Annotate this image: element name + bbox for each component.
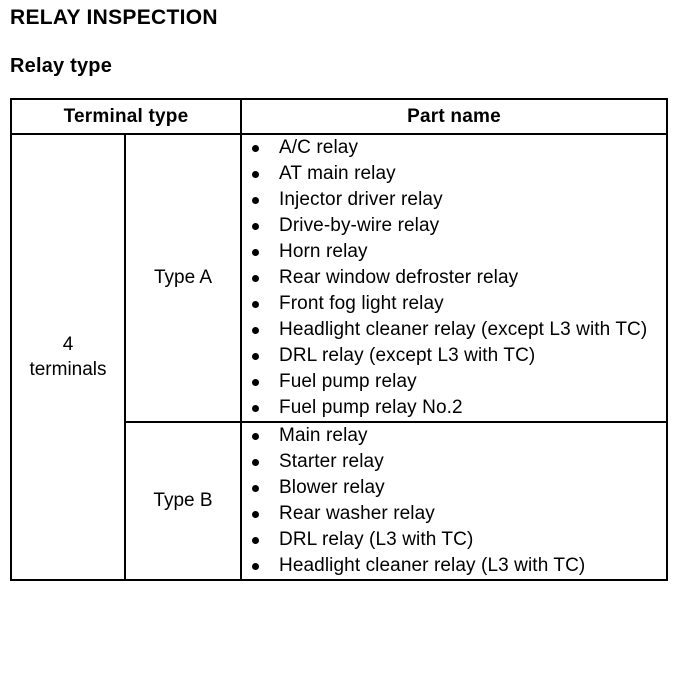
part-list-type-a: A/C relay AT main relay Injector driver … [242,135,666,421]
terminal-count-unit: terminals [29,359,107,380]
list-item: Headlight cleaner relay (except L3 with … [242,317,666,343]
list-item: Injector driver relay [242,187,666,213]
list-item: Horn relay [242,239,666,265]
terminal-count-number: 4 [62,334,74,355]
part-name: Starter relay [279,451,384,472]
part-name: AT main relay [279,163,396,184]
list-item: Rear washer relay [242,501,666,527]
relay-type-table: Terminal type Part name 4 terminals Type… [9,98,669,581]
table-row: Type B Main relay Starter relay Blower r… [11,421,669,581]
part-name: Headlight cleaner relay (except L3 with … [279,319,648,340]
part-name: Front fog light relay [279,293,444,314]
cell-terminal-count: 4 terminals [10,133,126,581]
part-name: Injector driver relay [279,189,443,210]
section-title: Relay type [10,55,113,77]
part-name: Headlight cleaner relay (L3 with TC) [279,555,586,576]
part-name: Drive-by-wire relay [279,215,440,236]
part-name: DRL relay (L3 with TC) [279,529,474,550]
table-row: 4 terminals Type A A/C relay AT main rel… [10,133,669,581]
list-item: Drive-by-wire relay [242,213,666,239]
cell-type-a-parts: A/C relay AT main relay Injector driver … [240,133,669,423]
page-title: RELAY INSPECTION [10,6,218,29]
part-name: Horn relay [279,241,368,262]
part-name: A/C relay [279,137,359,158]
list-item: Fuel pump relay No.2 [242,395,666,421]
header-terminal-type: Terminal type [9,98,243,135]
table-body: 4 terminals Type A A/C relay AT main rel… [10,133,669,581]
list-item: Front fog light relay [242,291,666,317]
list-item: A/C relay [242,135,666,161]
list-item: DRL relay (L3 with TC) [242,527,666,553]
list-item: Headlight cleaner relay (L3 with TC) [242,553,666,579]
part-name: Rear window defroster relay [279,267,519,288]
part-name: Main relay [279,425,368,446]
cell-type-b-label: Type B [123,421,243,581]
table-header: Terminal type Part name [9,98,669,135]
part-name: Fuel pump relay [279,371,417,392]
list-item: DRL relay (except L3 with TC) [242,343,666,369]
list-item: AT main relay [242,161,666,187]
part-list-type-b: Main relay Starter relay Blower relay Re… [242,423,666,579]
part-name: Fuel pump relay No.2 [279,397,463,418]
cell-type-a-label: Type A [123,133,243,423]
list-item: Blower relay [242,475,666,501]
list-item: Fuel pump relay [242,369,666,395]
header-part-name: Part name [240,98,669,135]
table-header-row: Terminal type Part name [9,98,669,135]
list-item: Starter relay [242,449,666,475]
part-name: DRL relay (except L3 with TC) [279,345,536,366]
part-name: Rear washer relay [279,503,435,524]
cell-type-b-parts: Main relay Starter relay Blower relay Re… [240,421,669,581]
list-item: Rear window defroster relay [242,265,666,291]
list-item: Main relay [242,423,666,449]
part-name: Blower relay [279,477,385,498]
